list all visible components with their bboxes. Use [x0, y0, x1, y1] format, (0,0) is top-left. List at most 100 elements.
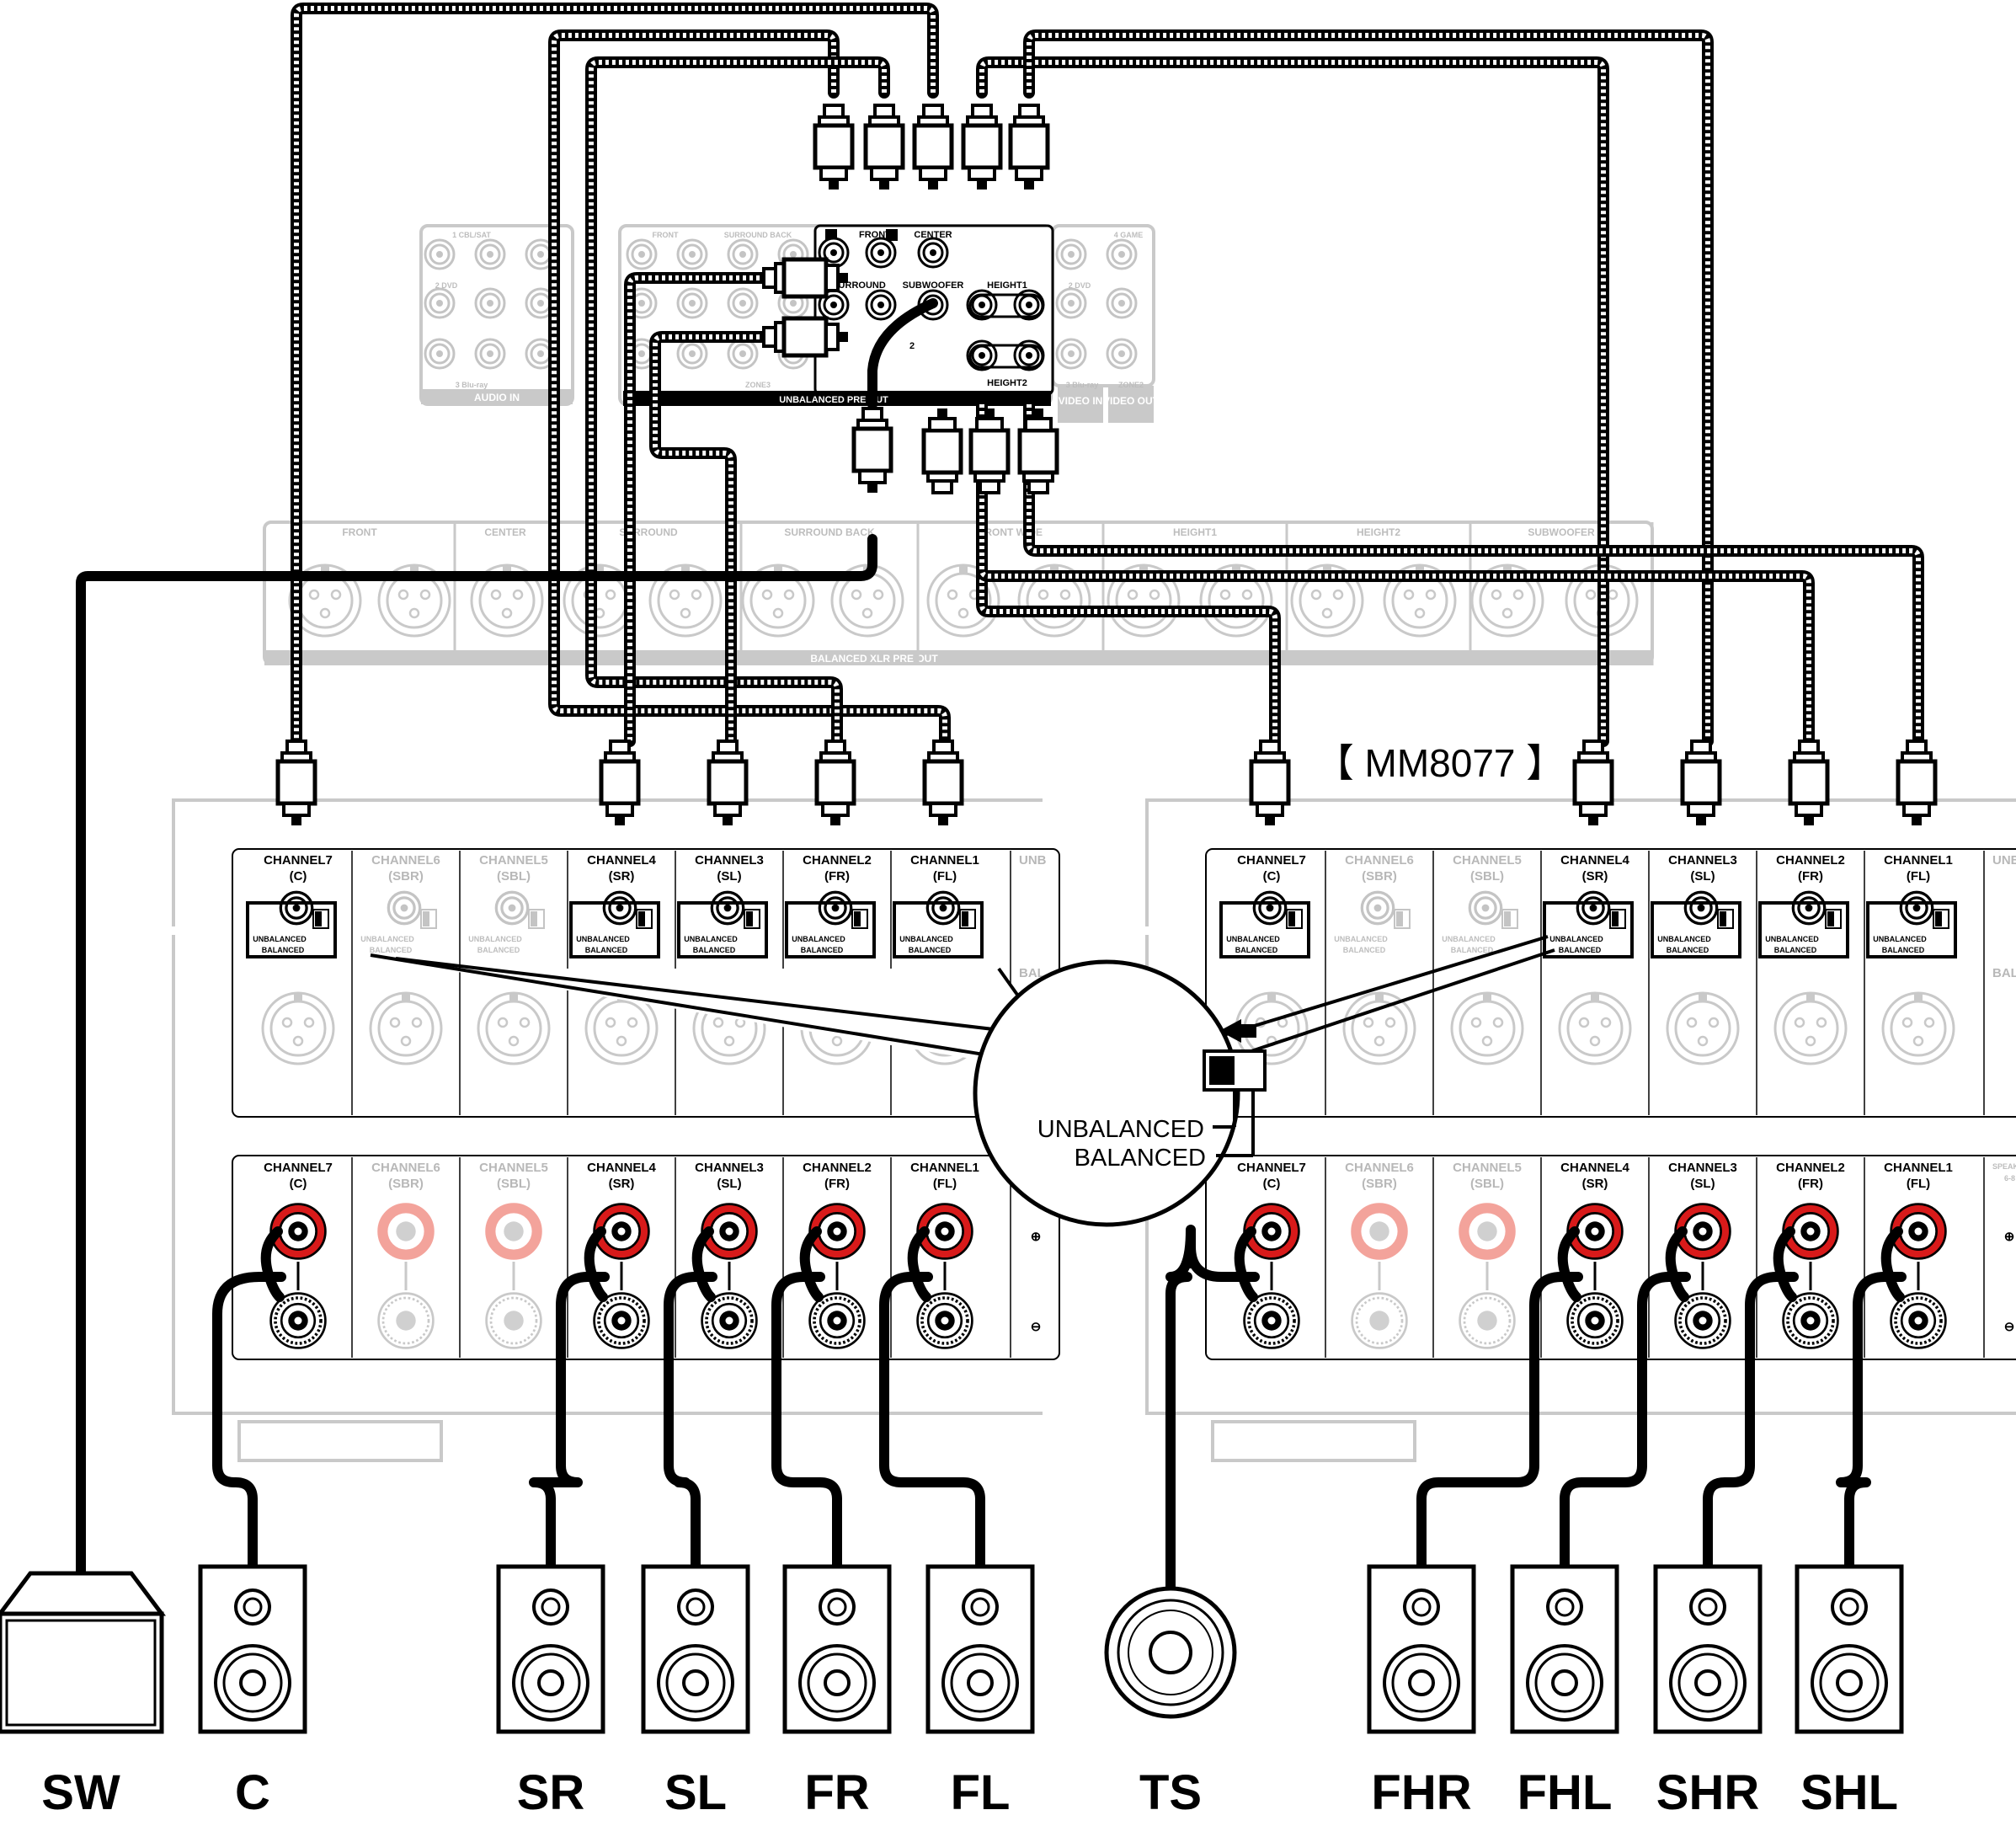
rca-plug-down — [1020, 408, 1057, 493]
channel-rca-input — [818, 890, 853, 926]
input-jack — [676, 238, 708, 270]
channel-xlr-input — [261, 991, 335, 1065]
channel-rca-input — [1791, 890, 1827, 926]
preout-jack — [917, 237, 949, 269]
channel-sub: (FL) — [1907, 869, 1930, 884]
balanced-xlr-label: BALANCED XLR PRE OUT — [810, 653, 938, 665]
height2-pair — [968, 344, 1044, 369]
minus-symbol: ⊖ — [2004, 1320, 2015, 1334]
speaker-wire-fr — [771, 1272, 842, 1580]
preout-jacks — [818, 237, 1045, 371]
speaker-terminal-plus — [1351, 1203, 1408, 1260]
switch-toggle — [1288, 911, 1295, 926]
channel-name: CHANNEL4 — [1560, 853, 1629, 868]
channel-name: CHANNEL7 — [1237, 853, 1306, 868]
speaker-label: FR — [804, 1765, 869, 1820]
amp-input-plug — [1575, 741, 1612, 825]
speaker-fr: FR — [782, 1564, 892, 1820]
channel-name: CHANNEL1 — [1884, 1161, 1953, 1175]
channel-sub: (FL) — [933, 869, 957, 884]
speaker-terminal-plus — [377, 1203, 435, 1260]
channel-name: CHANNEL6 — [371, 853, 440, 868]
switch-balanced: BALANCED — [585, 946, 628, 954]
input-jack — [1106, 287, 1138, 319]
input-panel — [1205, 848, 2016, 1118]
amp-foot — [1211, 1420, 1416, 1462]
speaker-terminal-plus — [1459, 1203, 1516, 1260]
speaker-sl: SL — [641, 1564, 750, 1820]
channel-sub: (SBL) — [497, 1177, 531, 1191]
amp-input-plug — [709, 741, 746, 825]
input-jack — [424, 238, 456, 270]
channel-sub: (SL) — [717, 869, 741, 884]
input-label: ZONE2 — [1118, 381, 1144, 389]
speaker-label: SL — [664, 1765, 727, 1820]
input-jack — [1106, 238, 1138, 270]
plus-symbol: ⊕ — [2004, 1230, 2015, 1244]
switch-highlight — [677, 901, 768, 958]
channel-xlr-input — [1881, 991, 1955, 1065]
amp-input-plug — [817, 741, 854, 825]
switch-balanced: BALANCED — [909, 946, 952, 954]
input-jack — [474, 338, 506, 370]
woofer-center — [824, 1669, 851, 1696]
channel-sub: (SR) — [609, 869, 635, 884]
speaker-terminal-plus — [485, 1203, 542, 1260]
switch-balanced: BALANCED — [1235, 946, 1278, 954]
preout-jack — [865, 289, 897, 321]
callout-unbalanced: UNBALANCED — [1037, 1116, 1204, 1143]
amp-input-plug — [1683, 741, 1720, 825]
input-jack — [474, 238, 506, 270]
channel-name: CHANNEL4 — [587, 1161, 656, 1175]
amp-input-plug — [278, 741, 315, 825]
speaker-wire-fhl — [1560, 1272, 1691, 1580]
switch-unbalanced: UNBALANCED — [1334, 935, 1388, 943]
switch-balanced: BALANCED — [1451, 946, 1494, 954]
woofer-center — [537, 1669, 564, 1696]
speaker-wire-shl — [1836, 1272, 1907, 1580]
channel-name: CHANNEL7 — [264, 1161, 333, 1175]
side-range-label: 6-8 — [2004, 1174, 2015, 1183]
channel-sub: (FR) — [1798, 1177, 1823, 1191]
switch-highlight — [246, 901, 337, 958]
channel-name: CHANNEL4 — [1560, 1161, 1629, 1175]
channel-rca-input — [279, 890, 314, 926]
channel-sub: (SL) — [717, 1177, 741, 1191]
channel-rca-input — [494, 890, 530, 926]
speaker-label: TS — [1139, 1765, 1202, 1820]
switch-unbalanced: UNBALANCED — [1549, 935, 1603, 943]
cable-subwoofer-top — [867, 298, 938, 409]
tweeter-dome — [243, 1597, 263, 1617]
rca-plug-subwoofer — [854, 408, 891, 493]
cable-height2-shl-pattern — [1027, 404, 1921, 741]
switch-unbalanced: UNBALANCED — [684, 935, 738, 943]
switch-toggle — [531, 911, 537, 926]
channel-name: CHANNEL3 — [695, 1161, 764, 1175]
speaker-wire-fl — [879, 1272, 985, 1580]
input-label: 2 DVD — [435, 281, 458, 290]
channel-rca-input — [1468, 890, 1503, 926]
channel-name: CHANNEL6 — [1345, 853, 1414, 868]
channel-name: CHANNEL3 — [1668, 1161, 1737, 1175]
switch-highlight — [893, 901, 984, 958]
rca-plug — [1011, 105, 1048, 190]
channel-sub: (SR) — [1582, 1177, 1608, 1191]
speaker-sr: SR — [496, 1564, 605, 1820]
ceiling-speaker-ring — [1128, 1610, 1213, 1695]
callout-balanced: BALANCED — [1075, 1145, 1206, 1172]
speaker-ts: TS — [1104, 1586, 1237, 1820]
channel-name: CHANNEL4 — [587, 853, 656, 868]
input-jack — [1055, 287, 1087, 319]
channel-rca-input — [387, 890, 422, 926]
switch-unbalanced: UNBALANCED — [253, 935, 307, 943]
switch-toggle — [746, 911, 753, 926]
channel-sub: (SL) — [1690, 1177, 1715, 1191]
channel-name: CHANNEL1 — [1884, 853, 1953, 868]
subwoofer-front — [5, 1619, 157, 1727]
channel-name: CHANNEL3 — [695, 853, 764, 868]
switch-balanced: BALANCED — [1667, 946, 1709, 954]
speaker-wire-ts — [1165, 1225, 1260, 1605]
input-jack — [626, 238, 658, 270]
channel-name: CHANNEL5 — [479, 1161, 548, 1175]
side-bal-label: BAL — [1019, 966, 1045, 980]
